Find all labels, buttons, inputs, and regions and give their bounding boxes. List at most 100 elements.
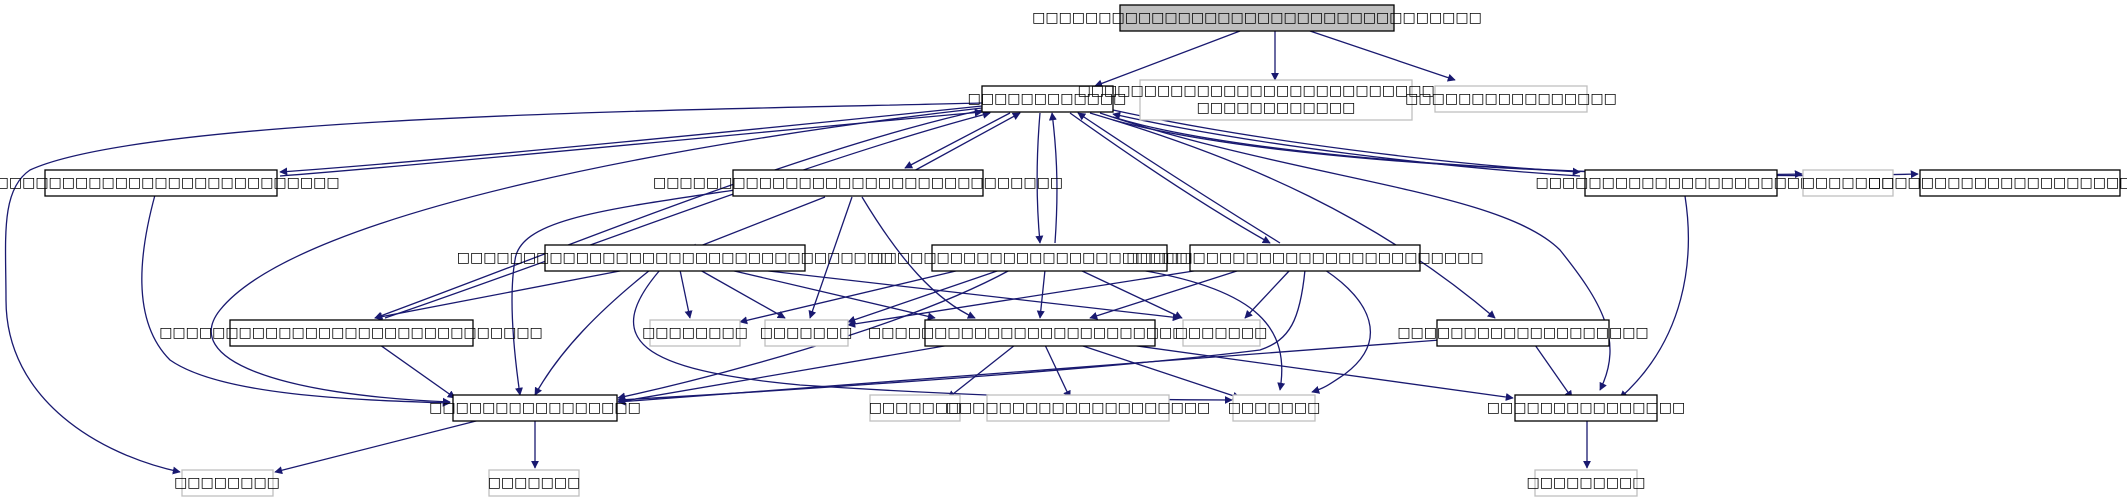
node-label: □□□□□□□□□□□□□□□ (1487, 400, 1685, 416)
edge-right-b-ext-c3 (1244, 269, 1291, 319)
edge-left-c-lower-left (379, 344, 456, 399)
node-label: □□□□□□□□□□□□ (968, 91, 1127, 107)
edge-right-b-ext-c2 (847, 269, 1201, 328)
node-label: □□□□□□□□□□□□□□□□□□□□□□□□□□□ (1126, 250, 1483, 266)
node-label: □□□□□□□□□□□□□□□□□□□□ (946, 400, 1211, 416)
node-label: □□□□□□□□□□□□□□□□ (429, 400, 641, 416)
edge-center-c-ext-d3 (1079, 344, 1241, 400)
node-label: □□□□□□□□□□□□□□□□□□□□□□□□□□□□□□□ (653, 175, 1063, 191)
node-label: □□□□□□□□□□□□□□□□□□□□□□□□□□ (868, 325, 1212, 341)
graph-node[interactable]: □□□□□□□□□□□□□□□□□□□□□□□□□□□□□□□□□□ (1032, 4, 1482, 32)
node-label: □□□□□□□□□□□□□□□□□□□□□□□□□□□□□□□□□□ (1032, 10, 1482, 26)
edge-center-c-lower-left (617, 344, 951, 405)
graph-node[interactable]: □□□□□□□□□□□□□□□□□□□□□□ (1535, 169, 1827, 197)
edge-left-a-lower-left (141, 194, 451, 407)
graph-node[interactable]: □□□□□□□□□ (1526, 469, 1646, 497)
graph-node[interactable]: □□□□□□□□ (174, 469, 280, 497)
edges (4, 30, 1919, 475)
node-label: □□□□□□□ (760, 325, 853, 341)
edge-center-b-ext-c1 (739, 269, 961, 325)
edge-hub-center-b (1035, 112, 1044, 244)
edge-right-b-ext-d3 (1311, 269, 1372, 394)
edge-center-b-ext-c3 (1079, 269, 1183, 319)
graph-node[interactable]: □□□□□□□□□□□□□□□ (1487, 394, 1685, 422)
edge-hub-right-c (1089, 112, 1496, 319)
graph-node[interactable]: □□□□□□□□ (642, 319, 748, 347)
edge-center-b-hub (1048, 112, 1058, 244)
node-label: □□□□□□□□□□□□□□□□□□□□□□ (1535, 175, 1826, 191)
graph-node[interactable]: □□□□□□□ (869, 394, 962, 422)
node-label: □□□□□□□□ (174, 475, 280, 491)
edge-right-c-right-d (1534, 344, 1573, 399)
graph-node[interactable]: □□□□□□□□□□□□□□□□□□□□□□□□□□□ (870, 244, 1228, 272)
edge-right-c-lower-left (617, 339, 1441, 406)
graph-node[interactable]: □□□□□□□□□□□□□□□□□□□□□□□□□□ (868, 319, 1212, 347)
graph-node[interactable]: □□□□□□□□□□□□□□□□□□□□□□□□□□□ (0, 169, 340, 197)
edge-mid-a-center-b (689, 196, 826, 252)
nodes: □□□□□□□□□□□□□□□□□□□□□□□□□□□□□□□□□□ □□□□□… (0, 4, 2127, 497)
edge-mid-b-ext-c3 (759, 269, 1181, 322)
edge-mid-a-lower-left (511, 189, 736, 396)
edge-hub-left-c (374, 109, 983, 320)
edge-hub-mid-a (904, 112, 1011, 169)
edge-center-b-ext-d3 (1139, 269, 1286, 391)
edge-mid-b-lower-left (534, 269, 651, 396)
edge-center-c-right-d (1129, 344, 1514, 401)
edge-center-b-lower-left (617, 269, 1011, 401)
node-label: □□□□□□□ (488, 475, 581, 491)
node-label: □□□□□□□ (869, 400, 962, 416)
node-label: □□□□□□□□□□□□□□□□□□□□□□□□□□□□□□ (1078, 83, 1475, 99)
node-label: □□□□□□□ (1802, 175, 1895, 191)
edge-center-b-ext-c2 (847, 269, 1001, 324)
graph-node[interactable]: □□□□□□□□□□□□ (968, 85, 1127, 113)
node-label: □□□□□□□□□□□□ (1197, 100, 1356, 116)
edge-right-b-center-c (1089, 269, 1241, 320)
graph-node[interactable]: □□□□□□□□□□□□□□□□□□□□ (946, 394, 1211, 422)
graph-node[interactable]: □□□□□□□ (1175, 319, 1268, 347)
node-label: □□□□□□□□□□□□□□□□□□□□□□□□□□□ (0, 175, 340, 191)
graph-node[interactable]: □□□□□□□□□□□□□□□□ (429, 394, 641, 422)
edge-mid-b-center-c (729, 269, 936, 321)
edge-left-c-hub (384, 110, 991, 319)
edge-right-b-hub (1077, 112, 1281, 244)
edge-mid-b-ext-c1 (679, 269, 693, 319)
graph-node[interactable]: □□□□□□□ (488, 469, 581, 497)
edge-hub-lower-left (210, 107, 983, 406)
graph-node[interactable]: □□□□□□□ (1228, 394, 1321, 422)
edge-hub-left-a (279, 105, 983, 176)
node-label: □□□□□□□□□□□□□□□□□□□ (1397, 325, 1648, 341)
edge-center-c-ext-d2 (1044, 344, 1071, 399)
graph-node[interactable]: □□□□□□□□□□□□□□□□□□□□□□□□□□□□□ (159, 319, 543, 347)
edge-mid-b-ext-c2 (699, 269, 786, 319)
graph-node[interactable]: □□□□□□□□□□□□□□□□□□□□□□□□□□□□□□□□□ (457, 244, 894, 272)
graph-node[interactable]: □□□□□□□□□□□□□□□□ (1405, 85, 1617, 113)
node-label: □□□□□□□ (1228, 400, 1321, 416)
edge-mid-b-left-c (374, 269, 626, 321)
edge-mid-a-center-c (861, 196, 976, 319)
edge-left-a-hub (279, 108, 983, 177)
edge-lower-left-ext-e1 (274, 419, 481, 475)
node-label: □□□□□□□ (1175, 325, 1268, 341)
edge-mid-a-ext-c2 (808, 196, 853, 319)
edge-root-hub (1094, 30, 1241, 88)
graph-node[interactable]: □□□□□□□□□□□□□□□□□□□□□□□□□□□ (1126, 244, 1484, 272)
node-label: □□□□□□□□ (642, 325, 748, 341)
graph-node[interactable]: □□□□□□□□□□□□□□□□□□□□□□□ (1868, 169, 2127, 197)
graph-node[interactable]: □□□□□□□□□□□□□□□□□□□□□□□□□□□□□□ □□□□□□□□□… (1078, 79, 1475, 121)
edge-mid-a-hub (911, 112, 1021, 173)
node-label: □□□□□□□□□□□□□□□□□□□□□□□□□□□□□ (159, 325, 543, 341)
edge-right-a-hub (1112, 111, 1581, 177)
graph-node[interactable]: □□□□□□□□□□□□□□□□□□□ (1397, 319, 1649, 347)
edge-right-a-right-d (1619, 195, 1689, 399)
edge-root-ext-top-right (1309, 30, 1456, 82)
edge-hub-right-b (1069, 112, 1271, 244)
node-label: □□□□□□□□□ (1526, 475, 1645, 491)
edge-hub-ext-e1 (4, 102, 983, 475)
graph-node[interactable]: □□□□□□□ (760, 319, 853, 347)
graph-node[interactable]: □□□□□□□□□□□□□□□□□□□□□□□□□□□□□□□ (653, 169, 1063, 197)
node-label: □□□□□□□□□□□□□□□□□□□□□□□□□□□ (870, 250, 1227, 266)
node-label: □□□□□□□□□□□□□□□□ (1405, 91, 1617, 107)
node-label: □□□□□□□□□□□□□□□□□□□□□□□□□□□□□□□□□ (457, 250, 894, 266)
graph-node[interactable]: □□□□□□□ (1802, 169, 1895, 197)
